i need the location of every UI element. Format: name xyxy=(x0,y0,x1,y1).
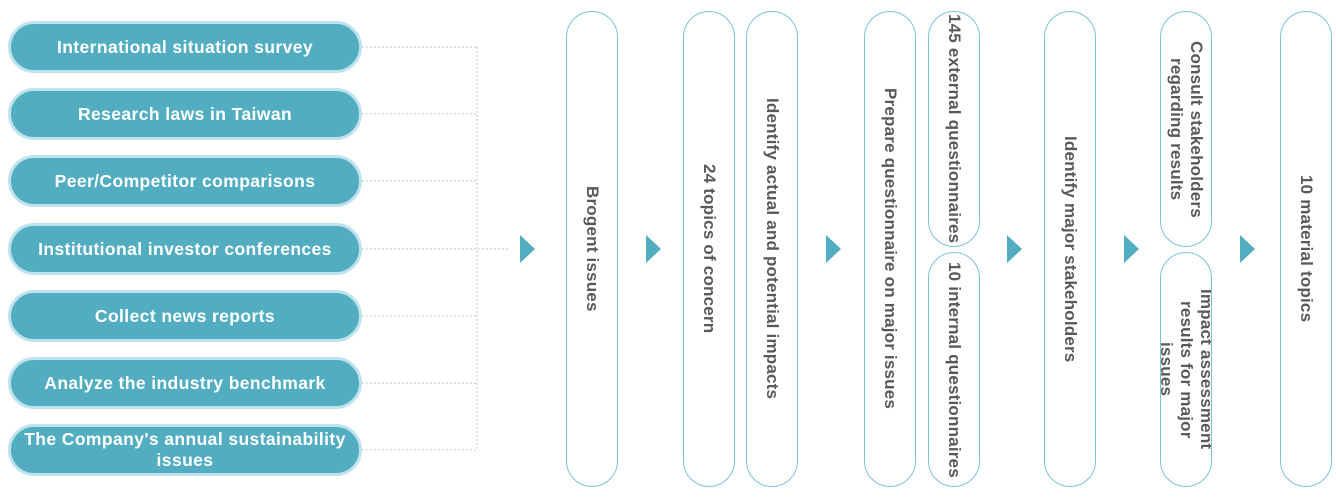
source-institutional-investor-conferences: Institutional investor conferences xyxy=(8,223,362,275)
step-topics-of-concern: 24 topics of concern xyxy=(683,11,735,487)
source-international-situation-survey: International situation survey xyxy=(8,21,362,73)
step-label: 10 material topics xyxy=(1297,175,1316,323)
step-material-topics: 10 material topics xyxy=(1280,11,1332,487)
flow-arrow-icon xyxy=(826,235,841,263)
source-industry-benchmark: Analyze the industry benchmark xyxy=(8,357,362,409)
step-label: Prepare questionnaire on major issues xyxy=(881,88,900,410)
step-consult-stakeholders: Consult stakeholders regarding results xyxy=(1160,11,1212,247)
step-label: Identify actual and potential impacts xyxy=(763,98,782,400)
flow-arrow-icon xyxy=(1007,235,1022,263)
source-collect-news-reports: Collect news reports xyxy=(8,290,362,342)
step-identify-stakeholders: Identify major stakeholders xyxy=(1044,11,1096,487)
step-label: Consult stakeholders regarding results xyxy=(1167,40,1206,218)
flow-arrow-icon xyxy=(1124,235,1139,263)
step-internal-questionnaires: 10 internal questionnaires xyxy=(928,252,980,487)
step-external-questionnaires: 145 external questionnaires xyxy=(928,11,980,247)
step-label: 10 internal questionnaires xyxy=(945,261,964,478)
step-identify-impacts: Identify actual and potential impacts xyxy=(746,11,798,487)
source-peer-competitor-comparisons: Peer/Competitor comparisons xyxy=(8,155,362,207)
flow-arrow-icon xyxy=(1240,235,1255,263)
flow-arrow-icon xyxy=(646,235,661,263)
source-research-laws-taiwan: Research laws in Taiwan xyxy=(8,88,362,140)
step-impact-assessment: Impact assessment results for major issu… xyxy=(1160,252,1212,487)
source-annual-sustainability-issues: The Company's annual sustainability issu… xyxy=(8,424,362,476)
step-label: Brogent issues xyxy=(583,186,602,312)
step-label: Identify major stakeholders xyxy=(1061,135,1080,363)
step-label: 145 external questionnaires xyxy=(945,14,964,244)
flow-arrow-icon xyxy=(520,235,535,263)
step-prepare-questionnaire: Prepare questionnaire on major issues xyxy=(864,11,916,487)
step-label: 24 topics of concern xyxy=(700,164,719,334)
step-brogent-issues: Brogent issues xyxy=(566,11,618,487)
step-label: Impact assessment results for major issu… xyxy=(1160,289,1212,450)
